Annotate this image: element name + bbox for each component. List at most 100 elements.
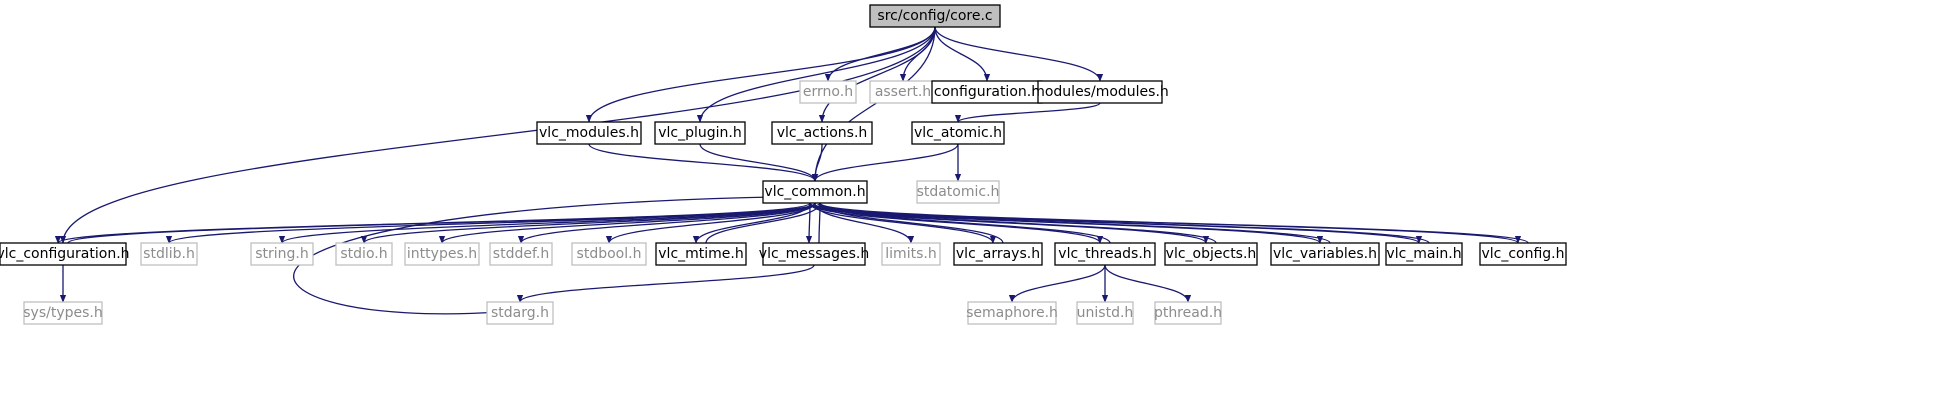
node-label: inttypes.h [407, 246, 477, 262]
node-box [911, 121, 1005, 145]
node-label: limits.h [885, 246, 936, 262]
node-vlc-main-h[interactable]: vlc_main.h [1385, 242, 1463, 266]
edge-vlc-common-h-to-stdlib-h [166, 202, 816, 244]
node-stdlib-h: stdlib.h [140, 242, 198, 266]
node-label: string.h [255, 246, 309, 262]
edge-line [59, 26, 936, 244]
node-vlc-atomic-h[interactable]: vlc_atomic.h [911, 121, 1005, 145]
node-label: pthread.h [1154, 305, 1222, 321]
node-stdatomic-h: stdatomic.h [916, 180, 1000, 204]
node-box [1154, 301, 1222, 325]
edge-vlc-modules-h-to-vlc-common-h [588, 143, 819, 182]
node-label: vlc_messages.h [759, 246, 869, 262]
edge-line [588, 143, 819, 182]
node-box [1385, 242, 1463, 266]
node-box [1164, 242, 1258, 266]
edge-core-c-to-modules-modules-h [934, 26, 1104, 82]
node-label: errno.h [803, 84, 853, 100]
node-vlc-configuration-h[interactable]: vlc_configuration.h [0, 242, 130, 266]
node-stdarg-h: stdarg.h [486, 301, 554, 325]
node-box [1037, 80, 1163, 104]
node-label: stdio.h [340, 246, 387, 262]
edge-line [934, 26, 991, 82]
edge-line [811, 143, 959, 182]
edge-vlc-messages-h-to-stdarg-h [516, 264, 815, 303]
node-label: vlc_plugin.h [658, 125, 742, 141]
node-box [140, 242, 198, 266]
edge-line [805, 202, 813, 244]
edge-vlc-common-h-to-string-h [278, 202, 816, 244]
node-label: stdlib.h [143, 246, 195, 262]
node-label: vlc_main.h [1386, 246, 1461, 262]
node-label: src/config/core.c [877, 8, 992, 24]
edge-core-c-to-vlc-modules-h [585, 26, 936, 123]
edge-core-c-to-vlc-configuration-h [59, 26, 936, 244]
node-label: sys/types.h [23, 305, 102, 321]
edge-modules-modules-h-to-vlc-atomic-h [954, 102, 1101, 123]
node-box [655, 242, 747, 266]
node-stdbool-h: stdbool.h [571, 242, 647, 266]
edge-line [293, 196, 776, 316]
node-label: vlc_modules.h [539, 125, 639, 141]
node-vlc-common-h[interactable]: vlc_common.h [762, 180, 868, 204]
node-assert-h: assert.h [869, 80, 937, 104]
node-box [1076, 301, 1134, 325]
edge-line [360, 202, 816, 244]
edges-layer [55, 26, 1529, 316]
node-box [1054, 242, 1156, 266]
node-box [536, 121, 642, 145]
node-label: unistd.h [1077, 305, 1134, 321]
edge-line [1008, 264, 1106, 303]
node-box [771, 121, 873, 145]
node-vlc-plugin-h[interactable]: vlc_plugin.h [654, 121, 746, 145]
edge-line [438, 202, 816, 244]
node-label: stdbool.h [577, 246, 642, 262]
node-box [762, 180, 868, 204]
node-label: stddef.h [493, 246, 549, 262]
node-box [967, 301, 1057, 325]
node-box [335, 242, 393, 266]
node-label: modules/modules.h [1031, 84, 1169, 100]
node-sys-types-h: sys/types.h [23, 301, 103, 325]
node-label: vlc_atomic.h [914, 125, 1002, 141]
node-core-c[interactable]: src/config/core.c [869, 4, 1001, 28]
node-vlc-variables-h[interactable]: vlc_variables.h [1270, 242, 1380, 266]
node-label: vlc_configuration.h [0, 246, 130, 262]
node-box [869, 4, 1001, 28]
node-box [1479, 242, 1567, 266]
edge-vlc-common-h-to-stdio-h [360, 202, 816, 244]
node-label: stdarg.h [491, 305, 549, 321]
node-label: vlc_common.h [764, 184, 865, 200]
node-limits-h: limits.h [881, 242, 941, 266]
node-configuration-h[interactable]: configuration.h [931, 80, 1043, 104]
node-box [1270, 242, 1380, 266]
node-vlc-arrays-h[interactable]: vlc_arrays.h [953, 242, 1043, 266]
node-box [953, 242, 1043, 266]
edge-vlc-common-h-to-vlc-threads-h [809, 202, 1104, 244]
node-errno-h: errno.h [799, 80, 857, 104]
node-vlc-objects-h[interactable]: vlc_objects.h [1164, 242, 1258, 266]
node-vlc-config-h[interactable]: vlc_config.h [1479, 242, 1567, 266]
node-vlc-mtime-h[interactable]: vlc_mtime.h [655, 242, 747, 266]
node-vlc-modules-h[interactable]: vlc_modules.h [536, 121, 642, 145]
edge-line [809, 202, 1104, 244]
node-unistd-h: unistd.h [1076, 301, 1134, 325]
edge-vlc-common-h-to-vlc-mtime-h [692, 202, 811, 244]
node-string-h: string.h [250, 242, 314, 266]
node-vlc-actions-h[interactable]: vlc_actions.h [771, 121, 873, 145]
node-box [23, 301, 103, 325]
node-label: vlc_objects.h [1166, 246, 1257, 262]
node-stddef-h: stddef.h [489, 242, 553, 266]
node-inttypes-h: inttypes.h [404, 242, 480, 266]
node-modules-modules-h[interactable]: modules/modules.h [1031, 80, 1169, 104]
node-vlc-messages-h[interactable]: vlc_messages.h [759, 242, 869, 266]
edge-vlc-common-h-to-inttypes-h [438, 202, 816, 244]
node-vlc-threads-h[interactable]: vlc_threads.h [1054, 242, 1156, 266]
edge-line [517, 202, 816, 244]
edge-core-c-to-configuration-h [934, 26, 991, 82]
node-box [250, 242, 314, 266]
edge-core-c-to-vlc-plugin-h [696, 26, 936, 123]
node-semaphore-h: semaphore.h [966, 301, 1058, 325]
node-label: vlc_actions.h [777, 125, 868, 141]
